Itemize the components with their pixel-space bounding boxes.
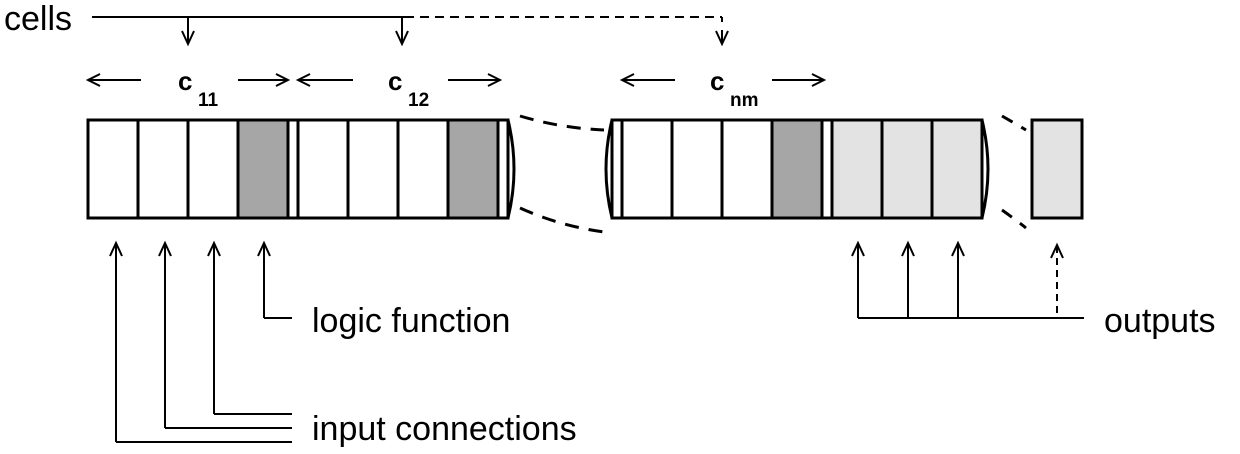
- cnm-logic-gene: [770, 118, 824, 220]
- c12-input-gene-2: [346, 118, 400, 220]
- c12-input-gene-3: [396, 118, 450, 220]
- output-lines: [851, 240, 1084, 319]
- input-connections-label: input connections: [312, 410, 577, 448]
- cell-c12-subscript: 12: [408, 90, 429, 111]
- c11-input-gene-2: [136, 118, 190, 220]
- c12-logic-gene: [446, 118, 500, 220]
- cnm-input-gene-2: [670, 118, 724, 220]
- c11-input-gene-1: [86, 118, 140, 220]
- c11-input-gene-3: [186, 118, 240, 220]
- cells-label: cells: [4, 0, 72, 38]
- chromosome-segment-2: [604, 118, 990, 220]
- logic-function-line: [257, 240, 292, 319]
- output-gene-2: [880, 118, 934, 220]
- cells-pointer-lines: [92, 16, 729, 47]
- cnm-input-gene-1: [620, 118, 674, 220]
- cell-c11-subscript: 11: [198, 90, 219, 111]
- cell-c12-label: c 12: [388, 66, 429, 111]
- cell-c12-span-arrows: [295, 73, 503, 87]
- cell-c11-span-arrows: [85, 73, 291, 87]
- cell-c12-letter: c: [388, 66, 402, 96]
- cell-separator: [496, 118, 510, 220]
- cell-c11-letter: c: [178, 66, 192, 96]
- chromosome-segment-3: [1030, 118, 1084, 220]
- cnm-input-gene-3: [720, 118, 774, 220]
- chromosome-segment-1: [86, 118, 516, 220]
- input-connection-lines: [109, 240, 292, 443]
- cell-cnm-letter: c: [710, 66, 724, 96]
- cell-cnm-label: c nm: [710, 66, 759, 111]
- output-gene-1: [830, 118, 884, 220]
- chromosome-break-1: [519, 114, 605, 234]
- cell-c11-label: c 11: [178, 66, 219, 111]
- chromosome-break-2: [1001, 114, 1027, 230]
- logic-function-label: logic function: [312, 302, 510, 340]
- break-curve: [506, 119, 516, 219]
- cell-cnm-subscript: nm: [730, 90, 759, 111]
- cell-cnm-span-arrows: [619, 73, 827, 87]
- outputs-label: outputs: [1104, 302, 1216, 340]
- output-gene-3: [930, 118, 984, 220]
- break-curve: [604, 119, 614, 219]
- break-curve: [980, 119, 990, 219]
- c11-logic-gene: [236, 118, 290, 220]
- output-gene-last: [1030, 118, 1084, 220]
- c12-input-gene-1: [296, 118, 350, 220]
